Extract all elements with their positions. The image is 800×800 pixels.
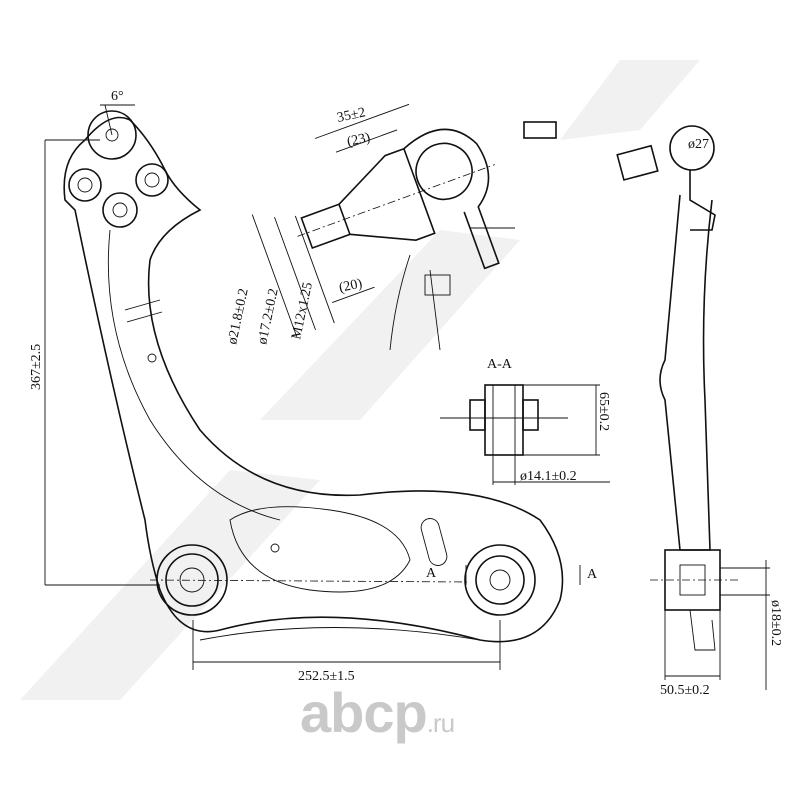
ball-length-ref-label: (23) (346, 130, 372, 150)
height-label: 367±2.5 (29, 344, 44, 390)
ball-dia-label: ø27 (688, 137, 709, 152)
thread-label: M12x1.25 (289, 281, 316, 341)
diagonal-watermark (20, 60, 700, 700)
ball-length-label: 35±2 (336, 105, 367, 126)
section-a-a (440, 384, 610, 485)
dimension-lines (44, 104, 581, 670)
dia-outer-label: ø21.8±0.2 (225, 287, 251, 346)
side-width-label: 50.5±0.2 (660, 683, 710, 698)
section-mark-right: A (587, 567, 598, 582)
bushing-dia-label: ø14.1±0.2 (520, 469, 577, 484)
width-label: 252.5±1.5 (298, 669, 355, 684)
ball-joint-detail (251, 103, 500, 337)
dia-inner-label: ø17.2±0.2 (255, 287, 281, 346)
bushing-length-label: 65±0.2 (596, 392, 611, 431)
section-mark-left: A (426, 566, 437, 581)
side-dia-label: ø18±0.2 (768, 600, 783, 646)
nut-icon (523, 121, 557, 139)
side-view (616, 125, 770, 690)
control-arm (63, 110, 564, 643)
logo-brand: abcp (300, 681, 428, 744)
section-title: A-A (487, 357, 513, 372)
abcp-logo-watermark: abcp.ru (300, 680, 455, 745)
knuckle-outline (389, 254, 441, 351)
logo-suffix: .ru (426, 708, 455, 738)
pinch-bolt (424, 274, 451, 296)
thread-length-label: (20) (338, 276, 364, 296)
angle-label: 6° (111, 89, 124, 104)
